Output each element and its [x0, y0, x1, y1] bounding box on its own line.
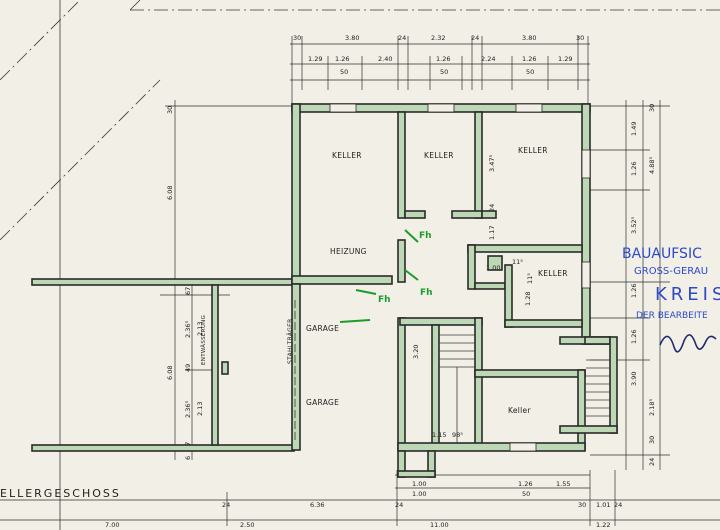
- dim-bottom-r2-6: 24: [614, 501, 622, 509]
- room-label-keller-small: KELLER: [538, 269, 568, 278]
- dim-top-2: 3.80: [345, 34, 359, 42]
- dim-right-11: 24: [648, 458, 656, 466]
- dim-top2-4: 1.26: [436, 55, 450, 63]
- dim-left-g1: 2.36⁵: [184, 321, 192, 338]
- room-label-keller-c: KELLER: [518, 146, 548, 155]
- dim-bottom-r1-1: 1.00: [412, 480, 426, 488]
- dim-right-1: 1.49: [630, 122, 638, 136]
- dim-inner-4: 1.00: [486, 264, 500, 272]
- dim-bottom-r2-2: 6.36: [310, 501, 324, 509]
- dim-inner-6: 3.20: [412, 345, 420, 359]
- room-label-heizung: HEIZUNG: [330, 247, 367, 256]
- fh-label-2: Fh: [420, 288, 433, 298]
- dim-bottom-r3-2: 2.50: [240, 521, 254, 529]
- dim-bottom-r1-3: 1.55: [556, 480, 570, 488]
- dim-top2-sub-1: 50: [340, 68, 348, 76]
- bottom-dimensions: 1.00 1.26 1.55 1.00 50 24 6.36 24 30 1.0…: [0, 470, 720, 529]
- dim-top2-sub-2: 50: [440, 68, 448, 76]
- dim-left-g5: 2.13: [196, 402, 204, 416]
- dim-top-6: 3.80: [522, 34, 536, 42]
- dim-inner-7: 1.15: [432, 431, 446, 439]
- dim-top-5: 24: [471, 34, 479, 42]
- fire-door-markers: [339, 229, 419, 323]
- label-stahltraeger: STAHLTRÄGER: [287, 318, 294, 364]
- room-label-keller-bottom: Keller: [508, 406, 531, 415]
- dim-top-4: 2.32: [431, 34, 445, 42]
- dim-left-g3: 49: [184, 364, 192, 372]
- dim-bottom-r1-2: 1.26: [518, 480, 532, 488]
- windows: [329, 103, 591, 452]
- stamp-line-2: GROSS-GERAU: [634, 266, 708, 277]
- dim-top-1: 30: [293, 34, 301, 42]
- dim-bottom-r1sub-2: 50: [522, 490, 530, 498]
- dim-top-7: 30: [576, 34, 584, 42]
- top-dimensions: 30 3.80 24 2.32 24 3.80 30 1.29 1.26 2.4…: [290, 34, 590, 120]
- dim-inner-9: 11⁵: [512, 258, 523, 266]
- dim-top2-sub-3: 50: [526, 68, 534, 76]
- dim-bottom-r1sub-1: 1.00: [412, 490, 426, 498]
- dim-bottom-r3-4: 1.22: [596, 521, 610, 529]
- dim-right-10: 30: [648, 436, 656, 444]
- dim-top2-5: 2.24: [481, 55, 495, 63]
- dim-left-g2: 2.13: [196, 322, 204, 336]
- dim-bottom-r2-3: 24: [395, 501, 403, 509]
- dim-left-g9: 6: [184, 456, 192, 460]
- dim-right-9: 2.18⁵: [648, 399, 656, 416]
- dim-right-3: 3.52⁵: [630, 217, 638, 234]
- dim-top2-1: 1.29: [308, 55, 322, 63]
- dim-left-garage: 6.08: [166, 366, 174, 380]
- staircase: [438, 324, 610, 444]
- dim-right-8: 3.90: [630, 372, 638, 386]
- dim-inner-1: 3.47⁵: [488, 155, 496, 172]
- dim-bottom-r2-5: 1.01: [596, 501, 610, 509]
- room-label-garage-a: GARAGE: [306, 324, 339, 333]
- dim-right-6: 1.26: [630, 284, 638, 298]
- dim-bottom-r3-1: 7.00: [105, 521, 119, 529]
- dim-top2-7: 1.29: [558, 55, 572, 63]
- room-label-keller-a: KELLER: [332, 151, 362, 160]
- stamp-line-1: BAUAUFSIC: [622, 246, 702, 262]
- dim-bottom-r3-3: 11.00: [430, 521, 449, 529]
- dim-top2-3: 2.40: [378, 55, 392, 63]
- dim-left-g4: 2.36⁵: [184, 401, 192, 418]
- dim-left-top: 30: [166, 106, 174, 114]
- dim-bottom-r2-4: 30: [578, 501, 586, 509]
- dim-right-2: 1.26: [630, 162, 638, 176]
- dim-inner-3: 1.17: [488, 226, 496, 240]
- drawing-title: ELLERGESCHOSS: [0, 487, 121, 500]
- garage-enclosure: [31, 278, 295, 452]
- stamp-line-3: KREIS: [655, 284, 720, 305]
- stamp-line-4: DER BEARBEITE: [636, 311, 708, 321]
- room-label-garage-b: GARAGE: [306, 398, 339, 407]
- dim-inner-10: 11⁵: [526, 273, 534, 284]
- fh-label-3: Fh: [378, 295, 391, 305]
- dim-top-3: 24: [398, 34, 406, 42]
- fh-label-1: Fh: [419, 231, 432, 241]
- signature: [659, 334, 717, 353]
- dim-right-4: 4.88⁵: [648, 157, 656, 174]
- dim-inner-2: 24: [488, 204, 496, 212]
- dim-right-7: 1.26: [630, 330, 638, 344]
- dim-top2-2: 1.26: [335, 55, 349, 63]
- dim-inner-8: 98⁵: [452, 431, 463, 439]
- room-label-keller-b: KELLER: [424, 151, 454, 160]
- dim-inner-5: 1.28: [524, 292, 532, 306]
- dim-left-g6: 67: [184, 287, 192, 295]
- dim-top2-6: 1.26: [522, 55, 536, 63]
- dim-right-5: 30: [648, 104, 656, 112]
- approval-stamp: BAUAUFSIC GROSS-GERAU KREIS DER BEARBEIT…: [622, 246, 720, 353]
- dim-bottom-r2-1: 24: [222, 501, 230, 509]
- dim-left-total: 6.08: [166, 186, 174, 200]
- label-entwaesserung: ENTWÄSSERUNG: [200, 315, 207, 365]
